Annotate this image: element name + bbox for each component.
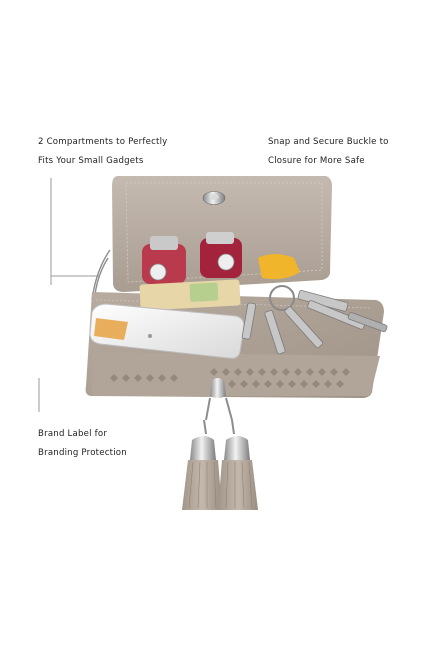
nail-polish-bottle (200, 232, 242, 278)
nail-polish-bottle (142, 236, 186, 284)
callout-brand-label-line2: Branding Protection (38, 448, 127, 458)
tassel-charm (182, 378, 258, 510)
perforated-front-panel (92, 352, 380, 396)
callout-compartments: 2 Compartments to Perfectly Fits Your Sm… (38, 133, 167, 171)
callout-buckle-line1: Snap and Secure Buckle to (268, 137, 389, 147)
keys (241, 285, 388, 355)
smartphone (89, 303, 245, 359)
callout-buckle: Snap and Secure Buckle to Closure for Mo… (268, 133, 389, 171)
snap-buckle-icon (202, 191, 226, 205)
callout-buckle-line2: Closure for More Safe (268, 156, 365, 166)
callout-brand-label: Brand Label for Branding Protection (38, 425, 127, 463)
callout-compartments-line2: Fits Your Small Gadgets (38, 156, 144, 166)
yellow-item (258, 254, 300, 280)
callout-compartments-line1: 2 Compartments to Perfectly (38, 137, 168, 147)
card (139, 279, 241, 311)
callout-brand-label-line1: Brand Label for (38, 429, 108, 439)
